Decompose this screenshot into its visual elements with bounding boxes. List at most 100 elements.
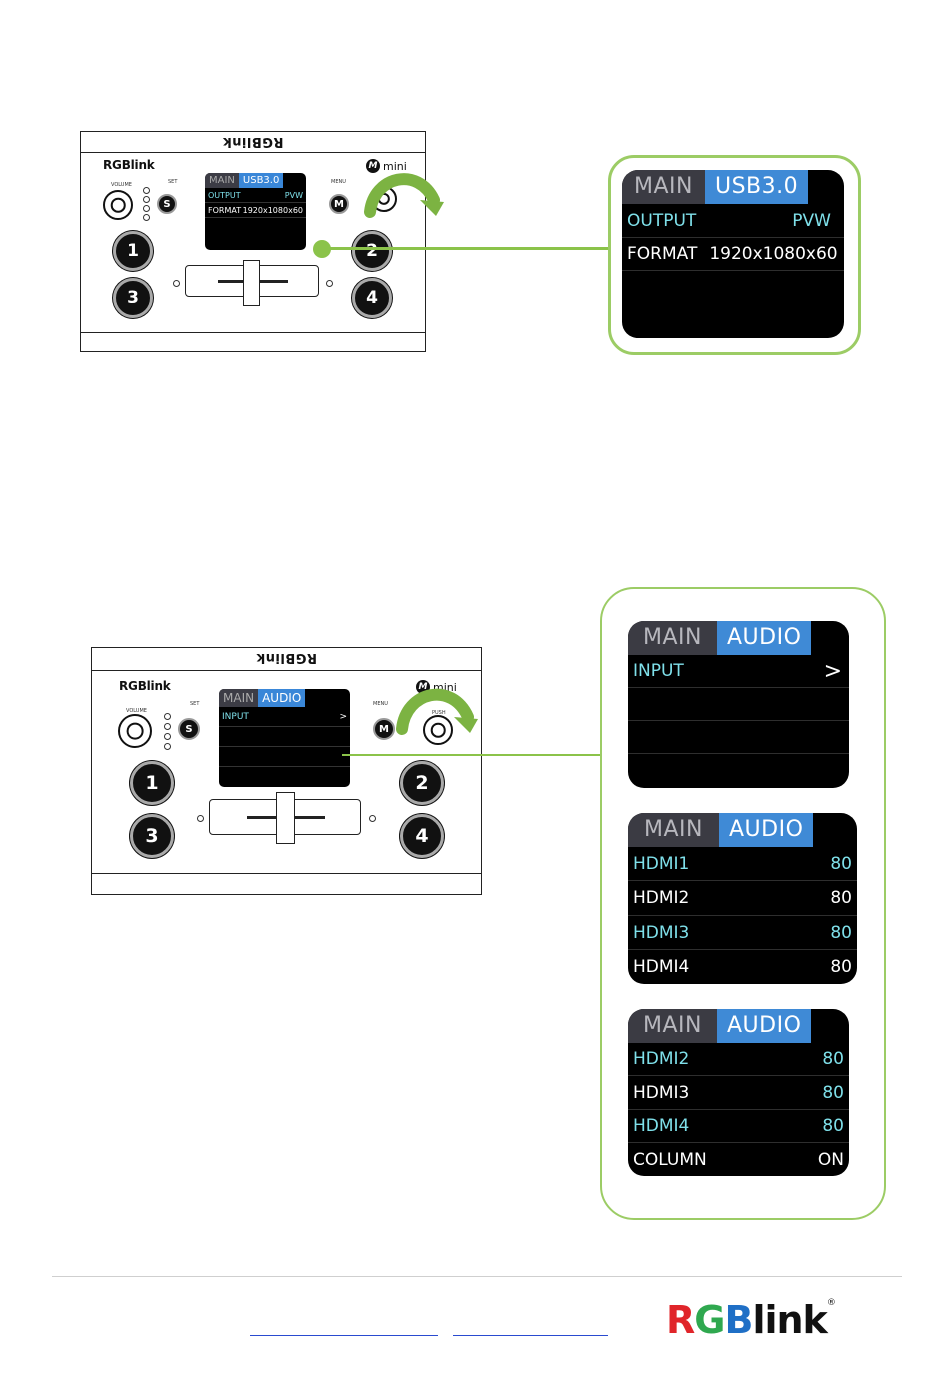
screen-row: FORMAT 1920x1080x60 [622, 238, 844, 271]
small-screen-row: OUTPUT PVW [205, 188, 306, 203]
tab-audio: AUDIO [716, 1009, 812, 1043]
program-button-4[interactable]: 4 [352, 278, 392, 318]
t-bar-handle[interactable] [276, 792, 295, 844]
tab-audio: AUDIO [716, 621, 812, 655]
audio-level-row[interactable]: HDMI4 80 [628, 1110, 849, 1143]
t-bar-handle[interactable] [243, 260, 260, 306]
row-label: HDMI4 [633, 957, 690, 977]
device-figure-1: RGBlink RGBlink M mini VOLUME SET S MAIN… [80, 131, 426, 352]
menu-label: MENU [331, 179, 346, 185]
menu-button[interactable]: M [373, 718, 395, 740]
row-value: 80 [830, 922, 852, 943]
small-screen-row-value: PVW [284, 191, 303, 200]
level-led-1 [143, 187, 150, 194]
logo-letter-b: B [724, 1298, 753, 1342]
screen-row[interactable]: INPUT > [628, 655, 849, 688]
mini-badge: M mini [366, 159, 407, 173]
program-button-2[interactable]: 2 [400, 761, 444, 805]
device-small-screen: MAIN AUDIO INPUT > [219, 689, 350, 787]
device-brand-label: RGBlink [119, 679, 171, 693]
screen-empty-row [628, 688, 849, 721]
audio-level-row[interactable]: HDMI2 80 [628, 881, 857, 916]
indicator-right [369, 815, 376, 822]
chevron-right-icon: > [823, 658, 842, 684]
tab-usb: USB3.0 [704, 170, 809, 204]
device-small-screen: MAIN USB3.0 OUTPUT PVW FORMAT 1920x1080x… [205, 173, 306, 250]
program-button-1[interactable]: 1 [130, 761, 174, 805]
set-label: SET [190, 701, 200, 707]
tab-audio: AUDIO [718, 813, 814, 847]
screen-tabs: MAIN AUDIO [628, 1009, 849, 1043]
trademark-symbol: ® [826, 1298, 836, 1308]
row-value: 80 [830, 888, 852, 908]
level-led-2 [164, 723, 171, 730]
set-button[interactable]: S [157, 194, 177, 214]
level-led-3 [164, 733, 171, 740]
audio-level-row[interactable]: HDMI3 80 [628, 1076, 849, 1110]
small-screen-row-label: OUTPUT [208, 191, 241, 200]
small-screen-row-label: FORMAT [208, 206, 242, 215]
footer-brand-logo: RGBlink® [666, 1298, 836, 1342]
set-button[interactable]: S [178, 718, 200, 740]
footer-divider [52, 1276, 902, 1277]
level-led-2 [143, 196, 150, 203]
program-button-3[interactable]: 3 [130, 814, 174, 858]
device-brand-label: RGBlink [103, 158, 155, 172]
row-label: HDMI3 [633, 922, 690, 943]
program-button-3[interactable]: 3 [113, 278, 153, 318]
row-label: HDMI1 [633, 853, 690, 874]
screen-tabs: MAIN AUDIO [628, 813, 857, 847]
row-label: HDMI2 [633, 888, 690, 908]
column-toggle-row[interactable]: COLUMN ON [628, 1143, 849, 1176]
row-label: HDMI3 [633, 1082, 690, 1103]
indicator-right [326, 280, 333, 287]
callout-connector-line [342, 754, 602, 756]
screen-tabs: MAIN AUDIO [628, 621, 849, 655]
level-led-4 [143, 214, 150, 221]
program-button-1[interactable]: 1 [113, 231, 153, 271]
volume-knob[interactable] [118, 714, 152, 748]
level-led-3 [143, 205, 150, 212]
footer-link-underline-1[interactable] [250, 1335, 438, 1336]
row-value: PVW [792, 210, 831, 231]
small-screen-row: INPUT > [219, 707, 350, 727]
logo-letter-r: R [666, 1298, 695, 1342]
program-button-2[interactable]: 2 [352, 231, 392, 271]
row-value: 80 [830, 853, 852, 874]
row-label: INPUT [633, 661, 684, 681]
callout-screen-usb: MAIN USB3.0 OUTPUT PVW FORMAT 1920x1080x… [622, 170, 844, 338]
callout-frame-2 [600, 587, 886, 1220]
audio-level-row[interactable]: HDMI2 80 [628, 1043, 849, 1076]
callout-screen-audio-input: MAIN AUDIO INPUT > [628, 621, 849, 788]
small-screen-tab-selected: AUDIO [258, 689, 306, 707]
screen-row: OUTPUT PVW [622, 204, 844, 238]
footer-link-underline-2[interactable] [453, 1335, 608, 1336]
tab-main: MAIN [628, 813, 719, 847]
mini-badge-icon: M [366, 159, 380, 173]
audio-level-row[interactable]: HDMI1 80 [628, 847, 857, 881]
small-screen-tab-selected: USB3.0 [238, 173, 284, 188]
level-led-4 [164, 743, 171, 750]
device-top-panel: RGBlink [80, 131, 426, 153]
screen-empty-row [628, 721, 849, 754]
program-button-4[interactable]: 4 [400, 814, 444, 858]
device-bottom-panel [91, 873, 482, 895]
tab-main: MAIN [622, 170, 705, 204]
tab-main: MAIN [628, 621, 717, 655]
level-led-1 [164, 713, 171, 720]
row-value: ON [817, 1149, 844, 1170]
small-screen-tabs: MAIN USB3.0 [205, 173, 306, 188]
device-top-logo: RGBlink [222, 134, 284, 149]
audio-level-row[interactable]: HDMI4 80 [628, 950, 857, 984]
row-label: HDMI4 [633, 1116, 690, 1136]
small-screen-row: FORMAT 1920x1080x60 [205, 203, 306, 218]
push-label: PUSH [432, 710, 446, 716]
callout-anchor-dot [313, 240, 331, 258]
volume-knob[interactable] [103, 190, 133, 220]
device-top-logo: RGBlink [256, 650, 317, 665]
menu-button[interactable]: M [329, 194, 349, 214]
callout-screen-audio-scrolled: MAIN AUDIO HDMI2 80 HDMI3 80 HDMI4 80 CO… [628, 1009, 849, 1176]
audio-level-row[interactable]: HDMI3 80 [628, 916, 857, 950]
row-label: FORMAT [627, 244, 698, 264]
menu-knob[interactable] [423, 715, 453, 745]
